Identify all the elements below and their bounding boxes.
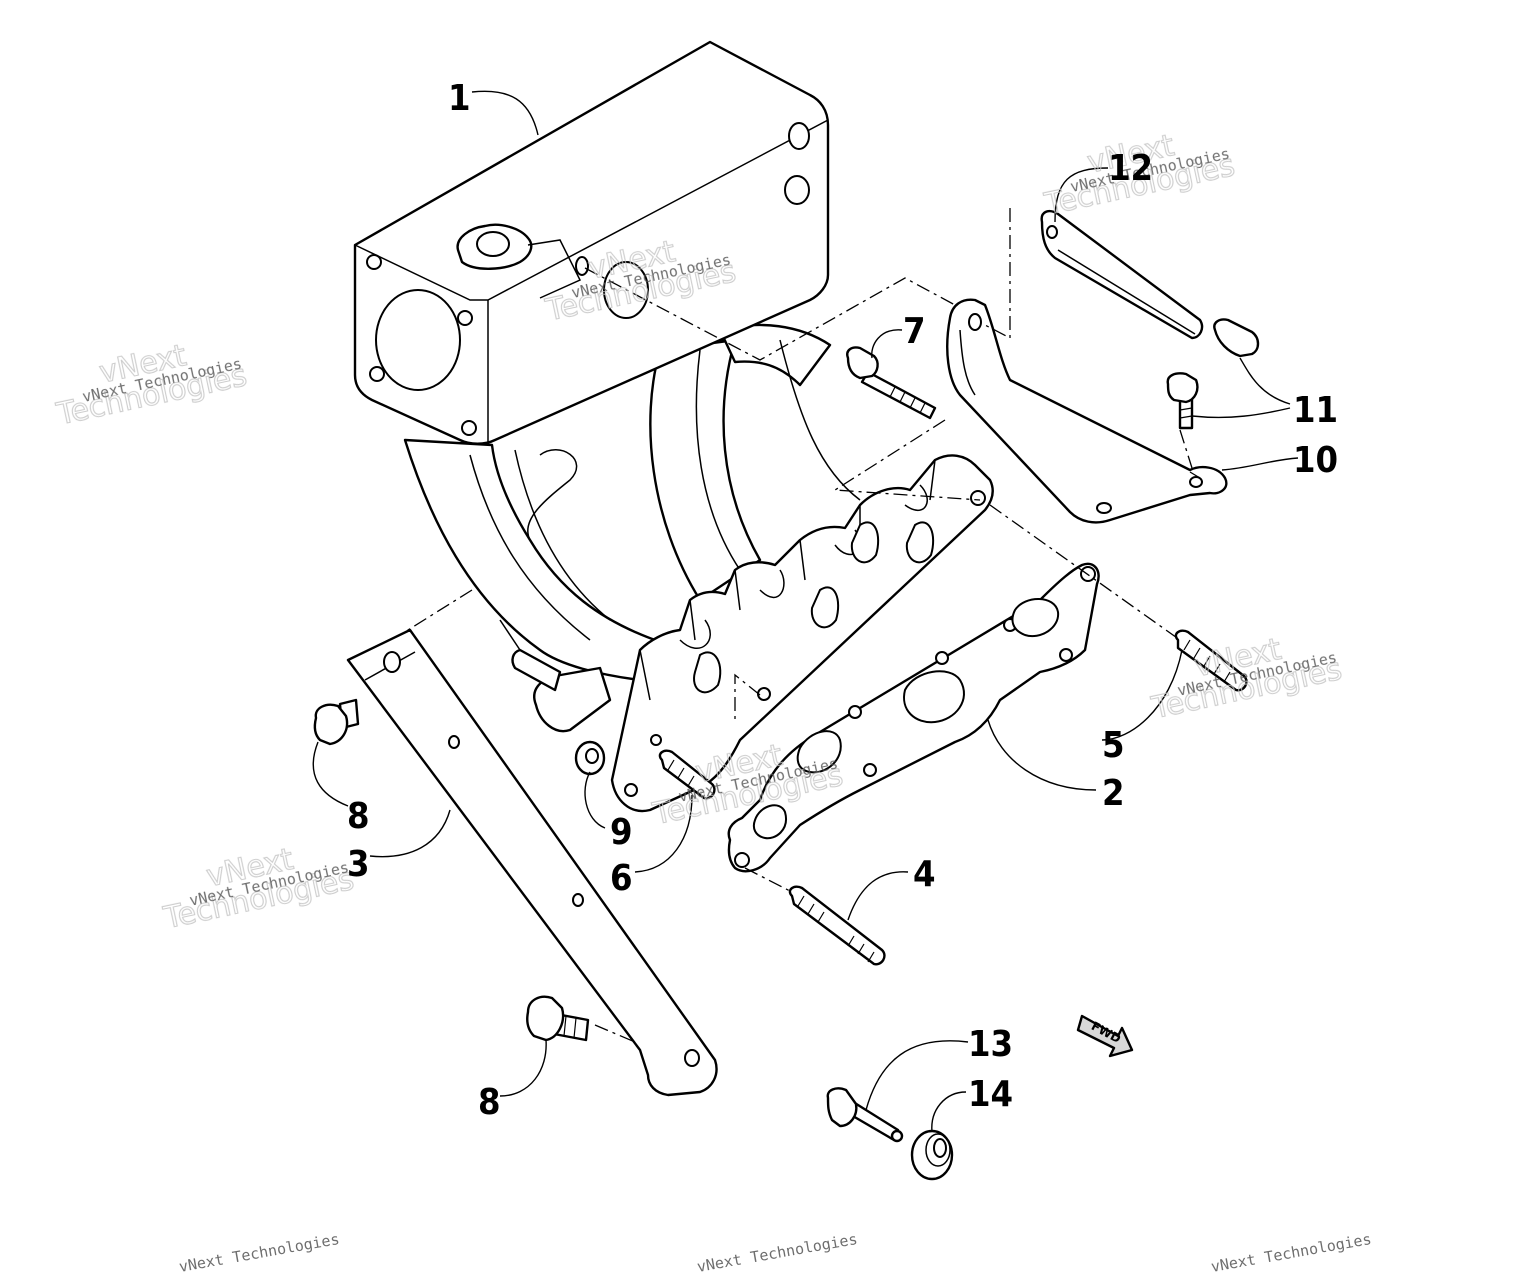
- callout-10: 10: [1293, 440, 1338, 481]
- stud-part-5: [1174, 629, 1248, 692]
- clip-part-13: [826, 1087, 904, 1143]
- assembly-lines: [399, 208, 1201, 1043]
- callout-2: 2: [1102, 773, 1125, 814]
- watermark-8-small: vNext Technologies: [696, 1230, 859, 1276]
- callout-3: 3: [347, 844, 370, 885]
- stud-part-6: [658, 749, 716, 800]
- callout-5: 5: [1102, 725, 1125, 766]
- bolt-part-7: [846, 346, 937, 420]
- watermark-9-small: vNext Technologies: [1210, 1230, 1373, 1276]
- grommet-part-14: [910, 1129, 954, 1181]
- bolt-part-8-upper: [313, 698, 360, 746]
- watermark-bottom-group: vNext Technologies vNext Technologies vN…: [178, 1230, 1373, 1276]
- bolt-part-8-lower: [526, 995, 590, 1042]
- bolt-part-11: [1166, 318, 1260, 430]
- callout-12: 12: [1108, 148, 1153, 189]
- callout-1: 1: [448, 78, 471, 119]
- manifold-flange: [499, 454, 994, 813]
- bracket-part-10: [946, 298, 1228, 524]
- watermark-6: vNext Technologies vNext Technologies: [1148, 631, 1346, 727]
- stud-part-4: [788, 885, 886, 966]
- callout-14: 14: [968, 1074, 1013, 1115]
- callout-13: 13: [968, 1024, 1013, 1065]
- forward-direction-arrow: FWD: [1076, 1014, 1134, 1058]
- callout-8-lower: 8: [478, 1082, 501, 1123]
- callout-4: 4: [913, 854, 936, 895]
- gasket-part-2: [727, 562, 1100, 873]
- bracket-part-3: [346, 628, 718, 1097]
- callout-9: 9: [610, 812, 633, 853]
- callout-labels: 1 12 7 11 10 5 2 4 8 3 9 6 8 13 14: [347, 78, 1338, 1123]
- watermark-1: vNext Technologies vNext Technologies: [53, 338, 251, 434]
- leader-lines: [312, 90, 1299, 1133]
- callout-6: 6: [610, 858, 633, 899]
- callout-8-upper: 8: [347, 796, 370, 837]
- bracket-part-12: [1040, 210, 1204, 340]
- nut-part-9: [574, 740, 606, 776]
- watermark-4: vNext Technologies vNext Technologies: [160, 841, 358, 937]
- callout-11: 11: [1293, 390, 1338, 431]
- callout-7: 7: [903, 311, 926, 352]
- watermark-5: vNext Technologies vNext Technologies: [649, 737, 847, 833]
- watermark-7-small: vNext Technologies: [178, 1230, 341, 1276]
